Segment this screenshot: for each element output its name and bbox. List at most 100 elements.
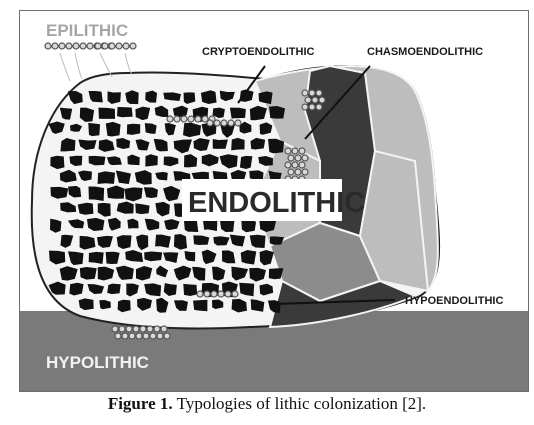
figure-frame: EPILITHIC CRYPTOENDOLITHIC CHASMOENDOLIT… [19, 10, 529, 392]
mineral-grain [118, 300, 131, 312]
microbial-cell [157, 333, 163, 339]
caption-label: Figure 1. [108, 394, 173, 413]
mineral-grain [155, 234, 171, 247]
microbial-cell [167, 116, 173, 122]
microbial-cell [143, 333, 149, 339]
microbial-cell [295, 169, 301, 175]
microbial-cell [116, 43, 122, 49]
microbial-cell [285, 148, 291, 154]
microbial-cell [232, 291, 238, 297]
endolithic-label: ENDOLITHIC [188, 187, 365, 219]
mineral-grain [98, 171, 115, 184]
mineral-grain [269, 106, 285, 119]
microbial-cell [147, 326, 153, 332]
epilithic-label: EPILITHIC [46, 21, 128, 40]
microbial-cell [288, 169, 294, 175]
microbial-cell [59, 43, 65, 49]
mineral-grain [106, 252, 120, 264]
mineral-grain [268, 139, 284, 154]
microbial-cell [122, 333, 128, 339]
microbial-cell [218, 291, 224, 297]
mineral-grain [107, 284, 121, 294]
mineral-grain [231, 138, 244, 151]
microbial-cell [221, 120, 227, 126]
microbial-cell [214, 120, 220, 126]
lithic-colonization-diagram: EPILITHIC CRYPTOENDOLITHIC CHASMOENDOLIT… [20, 11, 529, 392]
microbial-cell [140, 326, 146, 332]
microbial-cell [164, 333, 170, 339]
microbial-cell [316, 90, 322, 96]
microbial-cell [133, 326, 139, 332]
mineral-grain [127, 124, 140, 135]
microbial-cell [305, 97, 311, 103]
mineral-grain [89, 252, 104, 264]
microbial-cell [66, 43, 72, 49]
mineral-grain [213, 139, 228, 149]
microbial-cell [80, 43, 86, 49]
microbial-cell [302, 104, 308, 110]
microbial-cell [295, 155, 301, 161]
microbial-cell [204, 291, 210, 297]
caption-text: Typologies of lithic colonization [2]. [177, 394, 427, 413]
microbial-cell [136, 333, 142, 339]
chasmoendolithic-label: CHASMOENDOLITHIC [367, 46, 483, 58]
mineral-grain [88, 187, 104, 201]
microbial-cell [119, 326, 125, 332]
mineral-grain [106, 122, 121, 137]
microbial-cell [312, 97, 318, 103]
microbial-cell [150, 333, 156, 339]
microbial-cell [225, 291, 231, 297]
microbial-cell [309, 104, 315, 110]
microbial-cell [174, 116, 180, 122]
microbial-cell [285, 162, 291, 168]
microbial-cell [195, 116, 201, 122]
microbial-cell [188, 116, 194, 122]
microbial-cell [115, 333, 121, 339]
mineral-grain [80, 267, 97, 280]
microbial-cell [181, 116, 187, 122]
microbial-cell [73, 43, 79, 49]
mineral-grain [230, 108, 246, 119]
microbial-cell [45, 43, 51, 49]
microbial-cell [292, 148, 298, 154]
microbial-cell [123, 43, 129, 49]
microbial-cell [292, 162, 298, 168]
mineral-grain [78, 203, 94, 215]
microbial-cell [129, 333, 135, 339]
microbial-cell [95, 43, 101, 49]
mineral-grain [145, 90, 157, 102]
mineral-grain [89, 156, 106, 166]
microbial-cell [288, 155, 294, 161]
mineral-grain [174, 234, 187, 250]
mineral-grain [193, 300, 207, 312]
mineral-grain [88, 123, 100, 136]
mineral-grain [203, 219, 218, 231]
microbial-cell [319, 97, 325, 103]
microbial-cell [302, 169, 308, 175]
mineral-grain [144, 252, 162, 262]
cryptoendolithic-label: CRYPTOENDOLITHIC [202, 46, 315, 58]
microbial-cell [161, 326, 167, 332]
mineral-grain [241, 250, 257, 264]
hypolithic-label: HYPOLITHIC [46, 353, 149, 372]
microbial-cell [211, 291, 217, 297]
microbial-cell [112, 326, 118, 332]
mineral-grain [117, 107, 133, 117]
mineral-grain [99, 300, 111, 309]
microbial-cell [102, 43, 108, 49]
microbial-cell [126, 326, 132, 332]
hypoendolithic-label: HYPOENDOLITHIC [405, 295, 503, 307]
microbial-cell [87, 43, 93, 49]
microbial-cell [299, 162, 305, 168]
microbial-cell [207, 120, 213, 126]
microbial-cell [197, 291, 203, 297]
microbial-cell [109, 43, 115, 49]
microbial-cell [316, 104, 322, 110]
microbial-cell [130, 43, 136, 49]
mineral-grain [201, 90, 217, 104]
mineral-grain [145, 154, 158, 166]
mineral-grain [183, 284, 197, 296]
microbial-cell [302, 90, 308, 96]
microbial-cell [235, 120, 241, 126]
mineral-grain [240, 156, 252, 169]
